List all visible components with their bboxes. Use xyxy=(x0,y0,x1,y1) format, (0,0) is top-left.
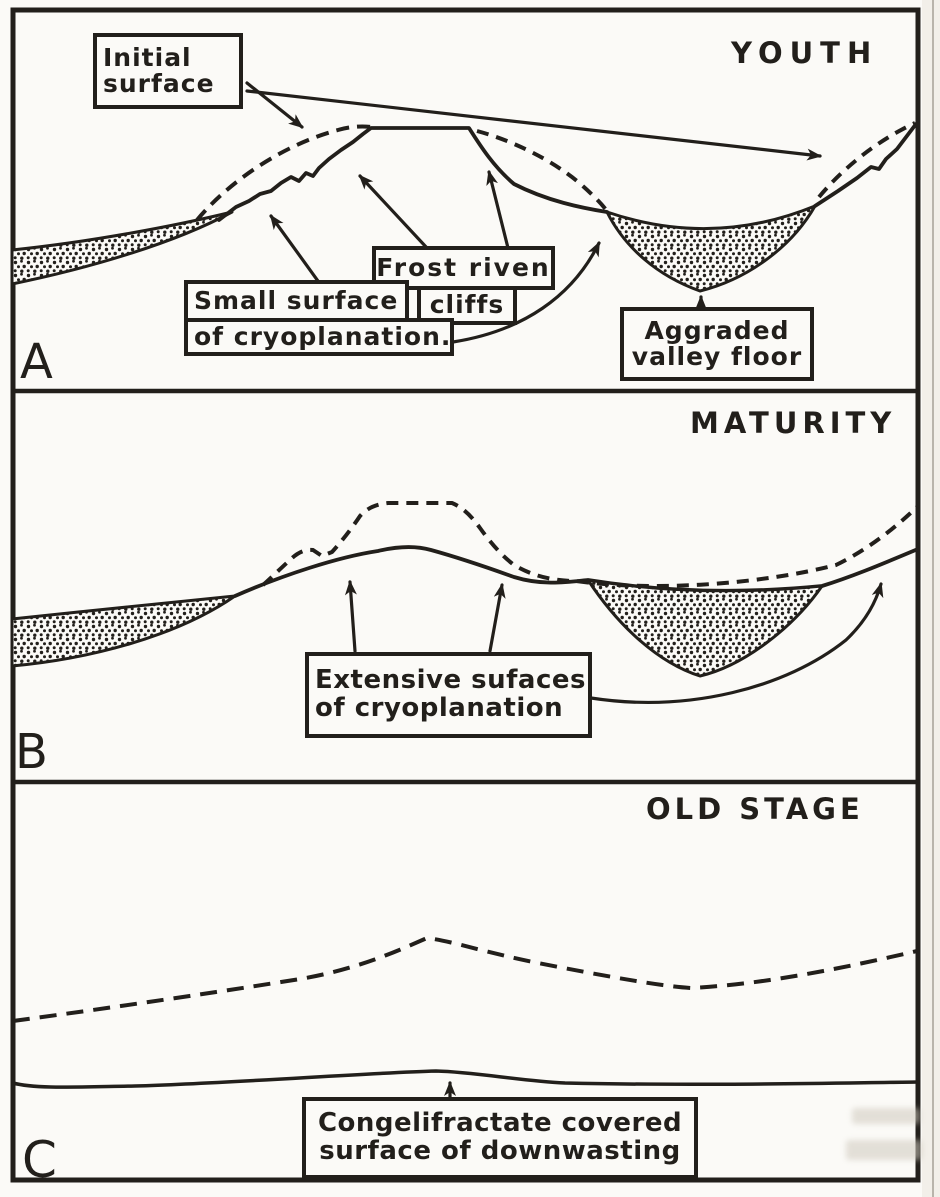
panel-a-right-dashed-arc xyxy=(817,121,916,199)
initial-surface-arrow-long xyxy=(245,89,822,161)
bleed-through-artifact xyxy=(846,1140,922,1160)
panel-a-aggraded-valley-fill xyxy=(605,204,817,293)
panel-a-right-slope xyxy=(813,122,918,208)
panel-b-stage-title: MATURITY xyxy=(690,406,897,440)
initial-surface-arrow-short xyxy=(245,81,304,129)
panel-c-stage-title: OLD STAGE xyxy=(646,792,864,826)
panel-a-initial-surface-dashed-right xyxy=(476,129,609,213)
panel-b-valley-fill xyxy=(586,578,824,678)
aggraded-valley-label: Aggraded valley floor xyxy=(620,307,814,381)
small-surface-label-bottom: of cryoplanation. xyxy=(184,318,454,356)
panel-a-letter: A xyxy=(20,334,53,390)
frost-cliffs-arrow-left xyxy=(358,174,429,250)
panel-c-downwasted-surface-line xyxy=(11,1069,920,1089)
extensive-surfaces-line2: of cryoplanation xyxy=(315,693,564,723)
extensive-curved-pointer xyxy=(589,582,884,704)
small-surface-label-top: Small surface xyxy=(184,280,409,322)
aggraded-valley-line1: Aggraded xyxy=(644,315,790,345)
panel-b-letter: B xyxy=(15,724,48,780)
small-surface-arrow xyxy=(269,214,320,283)
panel-a-drawing xyxy=(10,81,918,344)
initial-surface-label: Initial surface xyxy=(93,33,243,109)
frost-riven-cliffs-line1: Frost riven xyxy=(376,252,551,282)
panel-c-former-surface-dashed xyxy=(12,936,918,1023)
extensive-surfaces-line1: Extensive sufaces xyxy=(315,665,586,696)
initial-surface-label-line2: surface xyxy=(103,69,215,98)
initial-surface-label-line1: Initial xyxy=(103,42,192,72)
extensive-surfaces-label: Extensive sufaces of cryoplanation xyxy=(305,652,592,738)
panel-a-left-deposit xyxy=(10,210,234,286)
panel-a-terrain-line xyxy=(217,126,609,222)
figure-frame xyxy=(10,0,934,1197)
panel-b-drawing xyxy=(10,501,920,704)
bleed-through-artifact xyxy=(852,1108,920,1124)
panel-b-former-surface-dashed xyxy=(261,501,919,588)
small-surface-curved-pointer xyxy=(451,241,601,344)
scanned-page-margin xyxy=(922,0,940,1197)
small-surface-line1: Small surface xyxy=(194,285,399,315)
congelifractate-line1: Congelifractate covered xyxy=(317,1108,683,1139)
congelifractate-label: Congelifractate covered surface of downw… xyxy=(302,1097,698,1179)
panel-b-left-deposit xyxy=(10,594,237,668)
panel-c-letter: C xyxy=(22,1131,57,1189)
frost-riven-cliffs-line2: cliffs xyxy=(429,290,505,320)
extensive-arrow-right xyxy=(488,583,506,653)
small-surface-line2: of cryoplanation. xyxy=(194,321,452,351)
aggraded-valley-line2: valley floor xyxy=(631,342,803,371)
panel-a-initial-surface-dashed-left xyxy=(195,124,372,222)
congelifractate-line2: surface of downwasting xyxy=(319,1136,681,1166)
panel-c-drawing xyxy=(11,936,920,1099)
frost-cliffs-arrow-right xyxy=(486,170,510,250)
extensive-arrow-left xyxy=(344,580,357,653)
panel-a-stage-title: YOUTH xyxy=(731,36,879,70)
